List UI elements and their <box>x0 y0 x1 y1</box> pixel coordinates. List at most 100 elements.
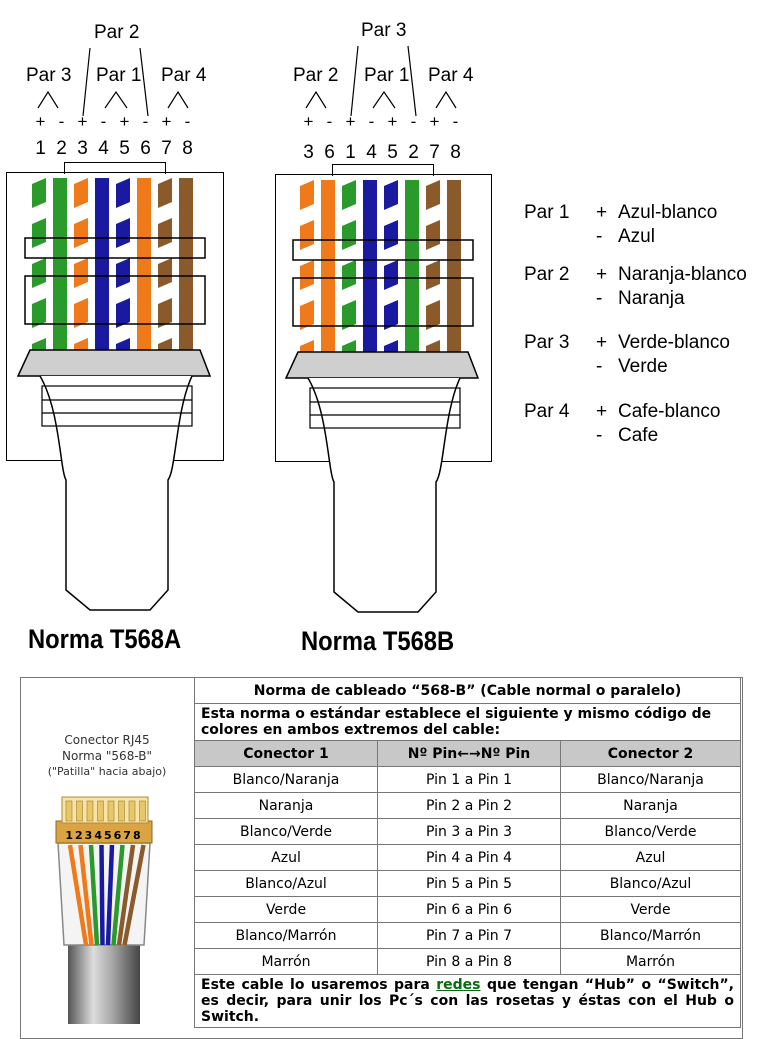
pin-number: 8 <box>182 138 193 159</box>
pin-sign: + <box>119 112 130 131</box>
table-title: Norma de cableado “568-B” (Cable normal … <box>194 677 741 704</box>
pin-sign: - <box>410 112 417 131</box>
legend-plus-color: Cafe-blanco <box>618 401 721 422</box>
strain-relief <box>41 385 193 427</box>
pin-number: 6 <box>140 138 151 159</box>
wire-6 <box>405 180 419 352</box>
pair-label-mid: Par 1 <box>96 65 142 86</box>
wire-5 <box>384 180 398 370</box>
header-connector-1: Conector 1 <box>194 740 378 767</box>
plug-wire <box>99 844 105 946</box>
wire-6 <box>137 178 151 350</box>
legend-item: Par 1+Azul-blanco <box>524 202 717 224</box>
legend-plus-color: Naranja-blanco <box>618 264 747 285</box>
legend-minus-color: Naranja <box>618 288 685 309</box>
wire-8 <box>179 178 193 350</box>
pair-label-right: Par 4 <box>428 65 474 86</box>
legend-plus-sign: + <box>596 401 608 422</box>
plug-pin <box>139 800 146 822</box>
legend-minus-color: Azul <box>618 226 655 247</box>
side-caption: Conector RJ45 Norma "568-B" ("Patilla" h… <box>22 732 192 780</box>
footer-text-before: Este cable lo usaremos para <box>201 977 437 993</box>
pair-label-mid: Par 1 <box>364 65 410 86</box>
pin-number: 1 <box>345 142 356 163</box>
conector-2-cell: Blanco/Marrón <box>560 922 741 949</box>
contact-band <box>292 277 474 327</box>
legend-minus-sign: - <box>596 356 603 377</box>
plug-pin <box>107 800 115 822</box>
pair-label-top: Par 2 <box>94 22 140 43</box>
pin-cell: Pin 8 a Pin 8 <box>377 948 561 975</box>
legend-minus-sign: - <box>596 226 603 247</box>
pin-number: 4 <box>98 138 109 159</box>
pin-sign: + <box>387 112 398 131</box>
conector-2-cell: Naranja <box>560 792 741 819</box>
plug-pin <box>86 800 94 822</box>
plug-pin <box>76 800 83 822</box>
plug-wire <box>78 844 94 946</box>
pin-sign: + <box>429 112 440 131</box>
pin-sign: + <box>345 112 356 131</box>
plug-wire <box>116 844 136 946</box>
pin-number: 3 <box>303 142 314 163</box>
conector-1-cell: Naranja <box>194 792 378 819</box>
conector-1-cell: Azul <box>194 844 378 871</box>
pair-label-left: Par 2 <box>293 65 339 86</box>
header-pin-mapping: Nº Pin←→Nº Pin <box>377 740 561 767</box>
plug-pin <box>128 800 136 822</box>
conector-1-cell: Marrón <box>194 948 378 975</box>
wire-graphic <box>16 178 212 611</box>
cabling-table: Norma de cableado “568-B” (Cable normal … <box>194 677 741 1028</box>
pair-brackets <box>37 47 189 117</box>
norm-title: Norma T568A <box>28 624 182 654</box>
legend-plus-sign: + <box>596 202 608 223</box>
legend-item: -Verde <box>596 356 668 378</box>
pair-label-right: Par 4 <box>161 65 207 86</box>
strain-relief <box>309 387 461 429</box>
footer-text-after: que tengan “Hub” o “Switch”, es decir, p… <box>201 977 734 1025</box>
legend-minus-color: Cafe <box>618 425 659 446</box>
plug-lip <box>16 349 212 377</box>
legend-pair: Par 3 <box>524 332 570 353</box>
norm-title: Norma T568B <box>301 626 455 656</box>
conector-2-cell: Blanco/Verde <box>560 818 741 845</box>
conector-2-cell: Blanco/Naranja <box>560 766 741 793</box>
wire-2 <box>53 178 67 350</box>
wire-4 <box>95 178 109 350</box>
contact-band <box>292 239 474 261</box>
wire-3 <box>342 180 356 370</box>
pin-number: 8 <box>450 142 461 163</box>
side-caption-line3: ("Patilla" hacia abajo) <box>47 765 167 778</box>
legend-plus-color: Azul-blanco <box>618 202 718 223</box>
pin-sign: - <box>452 112 459 131</box>
pin-cell: Pin 2 a Pin 2 <box>377 792 561 819</box>
conector-2-cell: Verde <box>560 896 741 923</box>
conector-1-cell: Blanco/Marrón <box>194 922 378 949</box>
plug-pin <box>65 800 73 822</box>
legend-minus-sign: - <box>596 288 603 309</box>
legend-item: -Azul <box>596 226 655 248</box>
connector-clip <box>64 162 166 174</box>
wire-2 <box>321 180 335 352</box>
pin-cell: Pin 4 a Pin 4 <box>377 844 561 871</box>
connector-clip <box>332 164 434 176</box>
plug-wire <box>105 844 115 946</box>
pin-sign: - <box>326 112 333 131</box>
plug-wire <box>67 844 89 946</box>
conector-1-cell: Verde <box>194 896 378 923</box>
redes-link[interactable]: redes <box>436 977 481 993</box>
rj45-plug-illustration: 12345678 <box>55 796 153 1024</box>
conector-2-cell: Azul <box>560 844 741 871</box>
legend-item: Par 2+Naranja-blanco <box>524 264 747 286</box>
pin-cell: Pin 6 a Pin 6 <box>377 896 561 923</box>
sign-row: +-+-+-+- <box>30 112 198 132</box>
pin-number: 5 <box>119 138 130 159</box>
wire-4 <box>363 180 377 352</box>
pin-number: 4 <box>366 142 377 163</box>
